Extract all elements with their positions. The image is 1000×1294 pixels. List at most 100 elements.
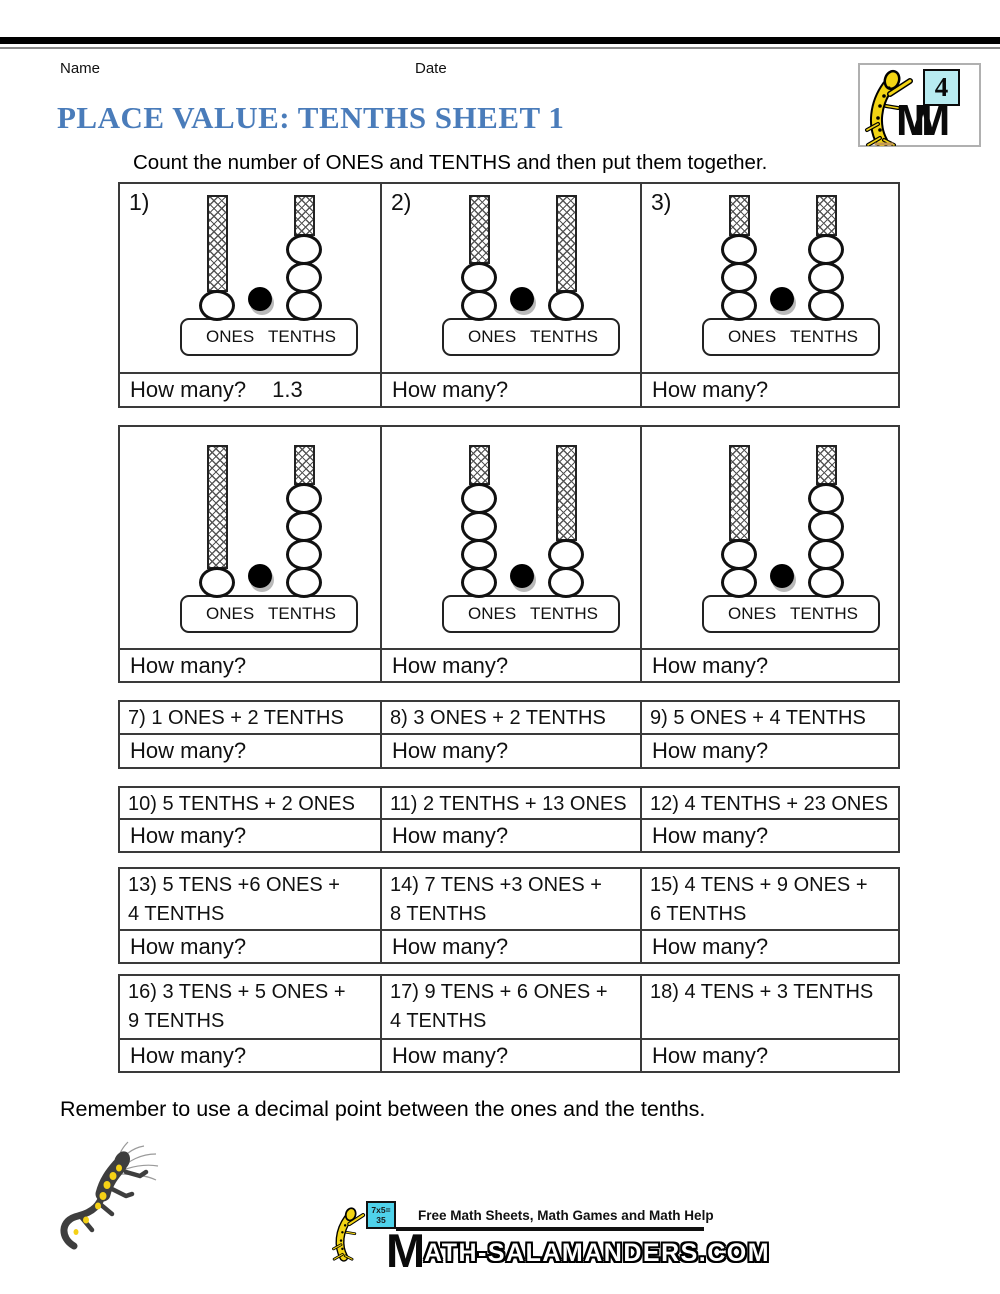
word-problem-line2: 4 TENTHS (390, 1010, 487, 1032)
word-problem-cell: 16) 3 TENS + 5 ONES + 9 TENTHS (120, 976, 380, 1038)
ones-label: ONES (728, 604, 777, 623)
word-table-7-9: 7) 1 ONES + 2 TENTHS 8) 3 ONES + 2 TENTH… (118, 700, 900, 769)
tenths-label: TENTHS (790, 327, 858, 346)
abacus-bead (286, 262, 322, 293)
word-problem-cell: 15) 4 TENS + 9 ONES + 6 TENTHS (640, 869, 898, 929)
word-problem-line2: 9 TENTHS (128, 1010, 225, 1032)
abacus-bead (808, 567, 844, 598)
site-logo: 7x5= 35 Free Math Sheets, Math Games and… (330, 1196, 769, 1276)
abacus-bead (548, 539, 584, 570)
decimal-point-bead (770, 287, 794, 311)
ones-label: ONES (728, 327, 777, 346)
word-problem-cell: 17) 9 TENS + 6 ONES + 4 TENTHS (380, 976, 640, 1038)
abacus-table-top: 1) ONES TENTHS 2) ONES TENTHS 3) ONES TE… (118, 182, 900, 408)
tenths-rod (816, 195, 837, 236)
tenths-rod (294, 195, 315, 236)
how-many-label: How many? (392, 1043, 509, 1068)
how-many-label: How many? (130, 823, 247, 848)
word-problem-line1: 14) 7 TENS +3 ONES + (390, 874, 602, 896)
word-problem-line1: 16) 3 TENS + 5 ONES + (128, 981, 346, 1003)
word-problem-cell: 11) 2 TENTHS + 13 ONES (380, 788, 640, 818)
how-many-label: How many? (652, 653, 769, 678)
how-many-label: How many? (392, 377, 509, 402)
word-problem-line1: 15) 4 TENS + 9 ONES + (650, 874, 868, 896)
tenths-label: TENTHS (790, 604, 858, 623)
how-many-label: How many? (130, 934, 247, 959)
name-label: Name (60, 60, 101, 77)
tenths-rod (556, 445, 577, 541)
abacus-bead (286, 290, 322, 321)
how-many-label: How many? (392, 823, 509, 848)
word-table-10-12: 10) 5 TENTHS + 2 ONES 11) 2 TENTHS + 13 … (118, 786, 900, 853)
abacus-bead (808, 483, 844, 514)
how-many-label: How many? (130, 738, 247, 763)
problem-number: 3) (651, 189, 672, 215)
abacus-bead (461, 290, 497, 321)
word-problem-cell: 10) 5 TENTHS + 2 ONES (120, 788, 380, 818)
word-problem-line1: 10) 5 TENTHS + 2 ONES (128, 793, 355, 815)
top-rule-thick (0, 37, 1000, 44)
abacus-problem-cell: ONES TENTHS (640, 427, 898, 648)
how-many-cell: How many? (380, 929, 640, 962)
word-problem-line1: 8) 3 ONES + 2 TENTHS (390, 707, 606, 729)
abacus-bead (286, 511, 322, 542)
word-problem-line1: 17) 9 TENS + 6 ONES + (390, 981, 608, 1003)
how-many-label: How many? (130, 1043, 247, 1068)
word-problem-line1: 12) 4 TENTHS + 23 ONES (650, 793, 889, 815)
abacus-bead (808, 511, 844, 542)
word-problem-cell: 13) 5 TENS +6 ONES + 4 TENTHS (120, 869, 380, 929)
word-problem-cell: 9) 5 ONES + 4 TENTHS (640, 702, 898, 733)
tenths-rod (556, 195, 577, 292)
answer-value: 1.3 (272, 377, 303, 402)
ones-rod (207, 195, 228, 292)
abacus-label-box: ONES TENTHS (180, 318, 358, 356)
ones-label: ONES (206, 327, 255, 346)
how-many-cell: How many? (640, 648, 898, 681)
abacus-label-box: ONES TENTHS (442, 318, 620, 356)
abacus-bead (721, 290, 757, 321)
word-problem-line1: 13) 5 TENS +6 ONES + (128, 874, 340, 896)
date-label: Date (415, 60, 447, 77)
how-many-label: How many? (392, 653, 509, 678)
decimal-point-bead (770, 564, 794, 588)
word-problem-cell: 18) 4 TENS + 3 TENTHS (640, 976, 898, 1038)
how-many-cell: How many? (380, 648, 640, 681)
word-problem-line2: 4 TENTHS (128, 903, 225, 925)
badge-grade-board: 4 (923, 69, 960, 106)
word-problem-line1: 18) 4 TENS + 3 TENTHS (650, 981, 874, 1003)
ones-label: ONES (468, 604, 517, 623)
ones-label: ONES (206, 604, 255, 623)
abacus-label-box: ONES TENTHS (702, 318, 880, 356)
decimal-point-bead (248, 564, 272, 588)
abacus-bead (548, 567, 584, 598)
how-many-cell: How many? (380, 733, 640, 767)
ones-rod (729, 445, 750, 541)
abacus-bead (721, 262, 757, 293)
abacus-bead (286, 234, 322, 265)
corner-salamander-icon (60, 1141, 159, 1250)
word-problem-cell: 14) 7 TENS +3 ONES + 8 TENTHS (380, 869, 640, 929)
how-many-cell: How many? (640, 1038, 898, 1071)
tenths-label: TENTHS (530, 604, 598, 623)
ones-label: ONES (468, 327, 517, 346)
how-many-label: How many? (652, 823, 769, 848)
how-many-cell: How many? (640, 929, 898, 962)
how-many-cell: How many?1.3 (120, 372, 380, 406)
abacus-bead (721, 567, 757, 598)
reminder-text: Remember to use a decimal point between … (60, 1097, 706, 1121)
word-problem-line1: 11) 2 TENTHS + 13 ONES (390, 793, 627, 815)
problem-number: 2) (391, 189, 412, 215)
decimal-point-bead (510, 287, 534, 311)
how-many-label: How many? (392, 738, 509, 763)
abacus-bead (461, 483, 497, 514)
how-many-cell: How many? (640, 818, 898, 851)
abacus-bead (808, 539, 844, 570)
word-problem-line2: 6 TENTHS (650, 903, 747, 925)
abacus-problem-cell: 1) ONES TENTHS (120, 184, 380, 372)
abacus-problem-cell: ONES TENTHS (380, 427, 640, 648)
word-table-13-15: 13) 5 TENS +6 ONES + 4 TENTHS 14) 7 TENS… (118, 867, 900, 964)
how-many-label: How many? (652, 1043, 769, 1068)
abacus-problem-cell: 3) ONES TENTHS (640, 184, 898, 372)
abacus-problem-cell: ONES TENTHS (120, 427, 380, 648)
